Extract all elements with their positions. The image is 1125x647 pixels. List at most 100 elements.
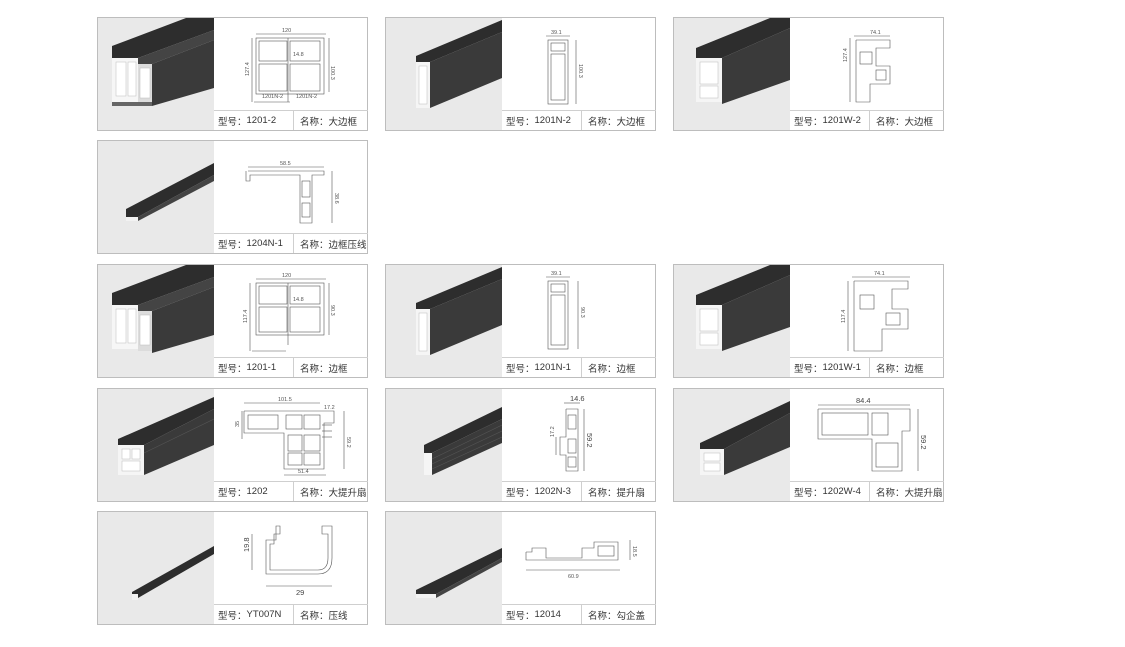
profile-photo — [386, 265, 502, 377]
name-label: 名称：边框 — [300, 363, 348, 375]
product-card[interactable]: 74.1 127.4 型号：1201W-2 名称：大边框 — [673, 17, 944, 131]
profile-cross-section-drawing: 101.5 17.2 59.2 35 51.4 — [214, 389, 367, 481]
product-card[interactable]: 58.5 38.6 型号：1204N-1 名称：边框压线 — [97, 140, 368, 254]
profile-cross-section-drawing: 84.4 59.2 — [790, 389, 943, 481]
dim-height: 19.8 — [242, 537, 251, 552]
product-card[interactable]: 18.5 60.9 型号：12014 名称：勾企盖 — [385, 511, 656, 625]
model-value: 1201-1 — [246, 362, 277, 373]
profile-cross-section-drawing: 58.5 38.6 — [214, 141, 367, 233]
profile-cross-section-drawing: 19.8 29 — [214, 512, 367, 604]
name-value: 提升扇 — [616, 487, 646, 499]
product-label-bar: 型号：1201W-1 名称：边框 — [790, 357, 944, 377]
dim-a: 14.8 — [293, 52, 304, 58]
model-value: 1201N-2 — [534, 115, 571, 126]
dim-width: 39.1 — [551, 271, 562, 277]
dim-c: 51.4 — [298, 469, 309, 475]
name-label: 名称：提升扇 — [588, 487, 646, 499]
dim-height: 117.4 — [841, 310, 847, 323]
name-value: 大提升扇 — [328, 487, 367, 499]
dim-height-2: 117.4 — [243, 310, 249, 323]
model-label: 型号：1202W-4 — [790, 482, 870, 501]
dim-height: 90.3 — [329, 305, 335, 316]
product-card[interactable]: 120 100.3 127.4 14.8 1201N-2 1201N-2 型号：… — [97, 17, 368, 131]
name-label: 名称：大边框 — [300, 116, 358, 128]
dim-width: 58.5 — [280, 161, 291, 167]
dim-width: 14.6 — [570, 394, 585, 403]
product-card[interactable]: 101.5 17.2 59.2 35 51.4 型号：1202 名称：大提升扇 — [97, 388, 368, 502]
product-card[interactable]: 120 90.3 117.4 14.8 型号：1201-1 名称：边框 — [97, 264, 368, 378]
profile-cross-section-drawing: 120 100.3 127.4 14.8 1201N-2 1201N-2 — [214, 18, 367, 110]
model-value: YT007N — [246, 609, 282, 620]
profile-photo — [98, 512, 214, 624]
product-label-bar: 型号：YT007N 名称：压线 — [214, 604, 368, 624]
profile-photo — [674, 265, 790, 377]
name-label: 名称：大边框 — [588, 116, 646, 128]
name-value: 大边框 — [616, 116, 646, 128]
dim-height: 59.2 — [345, 437, 351, 448]
model-value: 12014 — [534, 609, 561, 620]
name-label: 名称：边框 — [876, 363, 924, 375]
dim-width: 74.1 — [874, 271, 885, 277]
dim-width: 84.4 — [856, 396, 871, 405]
profile-photo — [386, 512, 502, 624]
model-value: 1202 — [246, 486, 268, 497]
model-value: 1204N-1 — [246, 238, 283, 249]
profile-cross-section-drawing: 74.1 117.4 — [790, 265, 943, 357]
name-value: 大边框 — [328, 116, 358, 128]
product-card[interactable]: 74.1 117.4 型号：1201W-1 名称：边框 — [673, 264, 944, 378]
name-value: 勾企盖 — [616, 610, 646, 622]
model-label: 型号：12014 — [502, 605, 582, 624]
product-card[interactable]: 39.1 100.3 型号：1201N-2 名称：大边框 — [385, 17, 656, 131]
product-card[interactable]: 14.6 59.2 17.2 型号：1202N-3 名称：提升扇 — [385, 388, 656, 502]
dim-width: 120 — [282, 28, 291, 34]
dim-a: 17.2 — [324, 405, 335, 411]
profile-photo — [674, 389, 790, 501]
profile-photo — [98, 265, 214, 377]
model-value: 1201W-2 — [822, 115, 861, 126]
model-label: 型号：1201W-2 — [790, 111, 870, 130]
name-value: 大边框 — [904, 116, 934, 128]
dim-a: 17.2 — [550, 426, 556, 437]
dim-width: 60.9 — [568, 574, 579, 580]
name-label: 名称：压线 — [300, 610, 348, 622]
profile-cross-section-drawing: 18.5 60.9 — [502, 512, 655, 604]
product-card[interactable]: 19.8 29 型号：YT007N 名称：压线 — [97, 511, 368, 625]
name-label: 名称：大边框 — [876, 116, 934, 128]
model-label: 型号：1202 — [214, 482, 294, 501]
name-value: 大提升扇 — [904, 487, 943, 499]
model-label: 型号：1201-1 — [214, 358, 294, 377]
product-label-bar: 型号：1202N-3 名称：提升扇 — [502, 481, 656, 501]
dim-width: 120 — [282, 273, 291, 279]
profile-photo — [674, 18, 790, 130]
product-label-bar: 型号：1201-1 名称：边框 — [214, 357, 368, 377]
profile-cross-section-drawing: 39.1 90.3 — [502, 265, 655, 357]
dim-height-2: 127.4 — [245, 62, 251, 76]
model-label: 型号：1201-2 — [214, 111, 294, 130]
profile-photo — [386, 18, 502, 130]
dim-a: 14.8 — [293, 297, 304, 303]
model-value: 1202W-4 — [822, 486, 861, 497]
product-label-bar: 型号：1201N-2 名称：大边框 — [502, 110, 656, 130]
name-label: 名称：勾企盖 — [588, 610, 646, 622]
name-value: 边框 — [904, 363, 924, 375]
name-value: 边框 — [616, 363, 636, 375]
product-card[interactable]: 84.4 59.2 型号：1202W-4 名称：大提升扇 — [673, 388, 944, 502]
product-label-bar: 型号：1204N-1 名称：边框压线 — [214, 233, 368, 253]
model-label: 型号：1201W-1 — [790, 358, 870, 377]
name-label: 名称：边框压线 — [300, 239, 367, 251]
product-card[interactable]: 39.1 90.3 型号：1201N-1 名称：边框 — [385, 264, 656, 378]
profile-cross-section-drawing: 14.6 59.2 17.2 — [502, 389, 655, 481]
dim-width: 74.1 — [870, 30, 881, 36]
dim-height: 127.4 — [843, 48, 849, 62]
product-label-bar: 型号：1201-2 名称：大边框 — [214, 110, 368, 130]
model-value: 1202N-3 — [534, 486, 571, 497]
model-value: 1201N-1 — [534, 362, 571, 373]
profile-photo — [98, 141, 214, 253]
product-label-bar: 型号：1201N-1 名称：边框 — [502, 357, 656, 377]
dim-height: 90.3 — [579, 307, 585, 318]
product-label-bar: 型号：1201W-2 名称：大边框 — [790, 110, 944, 130]
model-value: 1201-2 — [246, 115, 277, 126]
profile-cross-section-drawing: 120 90.3 117.4 14.8 — [214, 265, 367, 357]
model-label: 型号：1204N-1 — [214, 234, 294, 253]
dim-height: 100.3 — [577, 64, 583, 78]
